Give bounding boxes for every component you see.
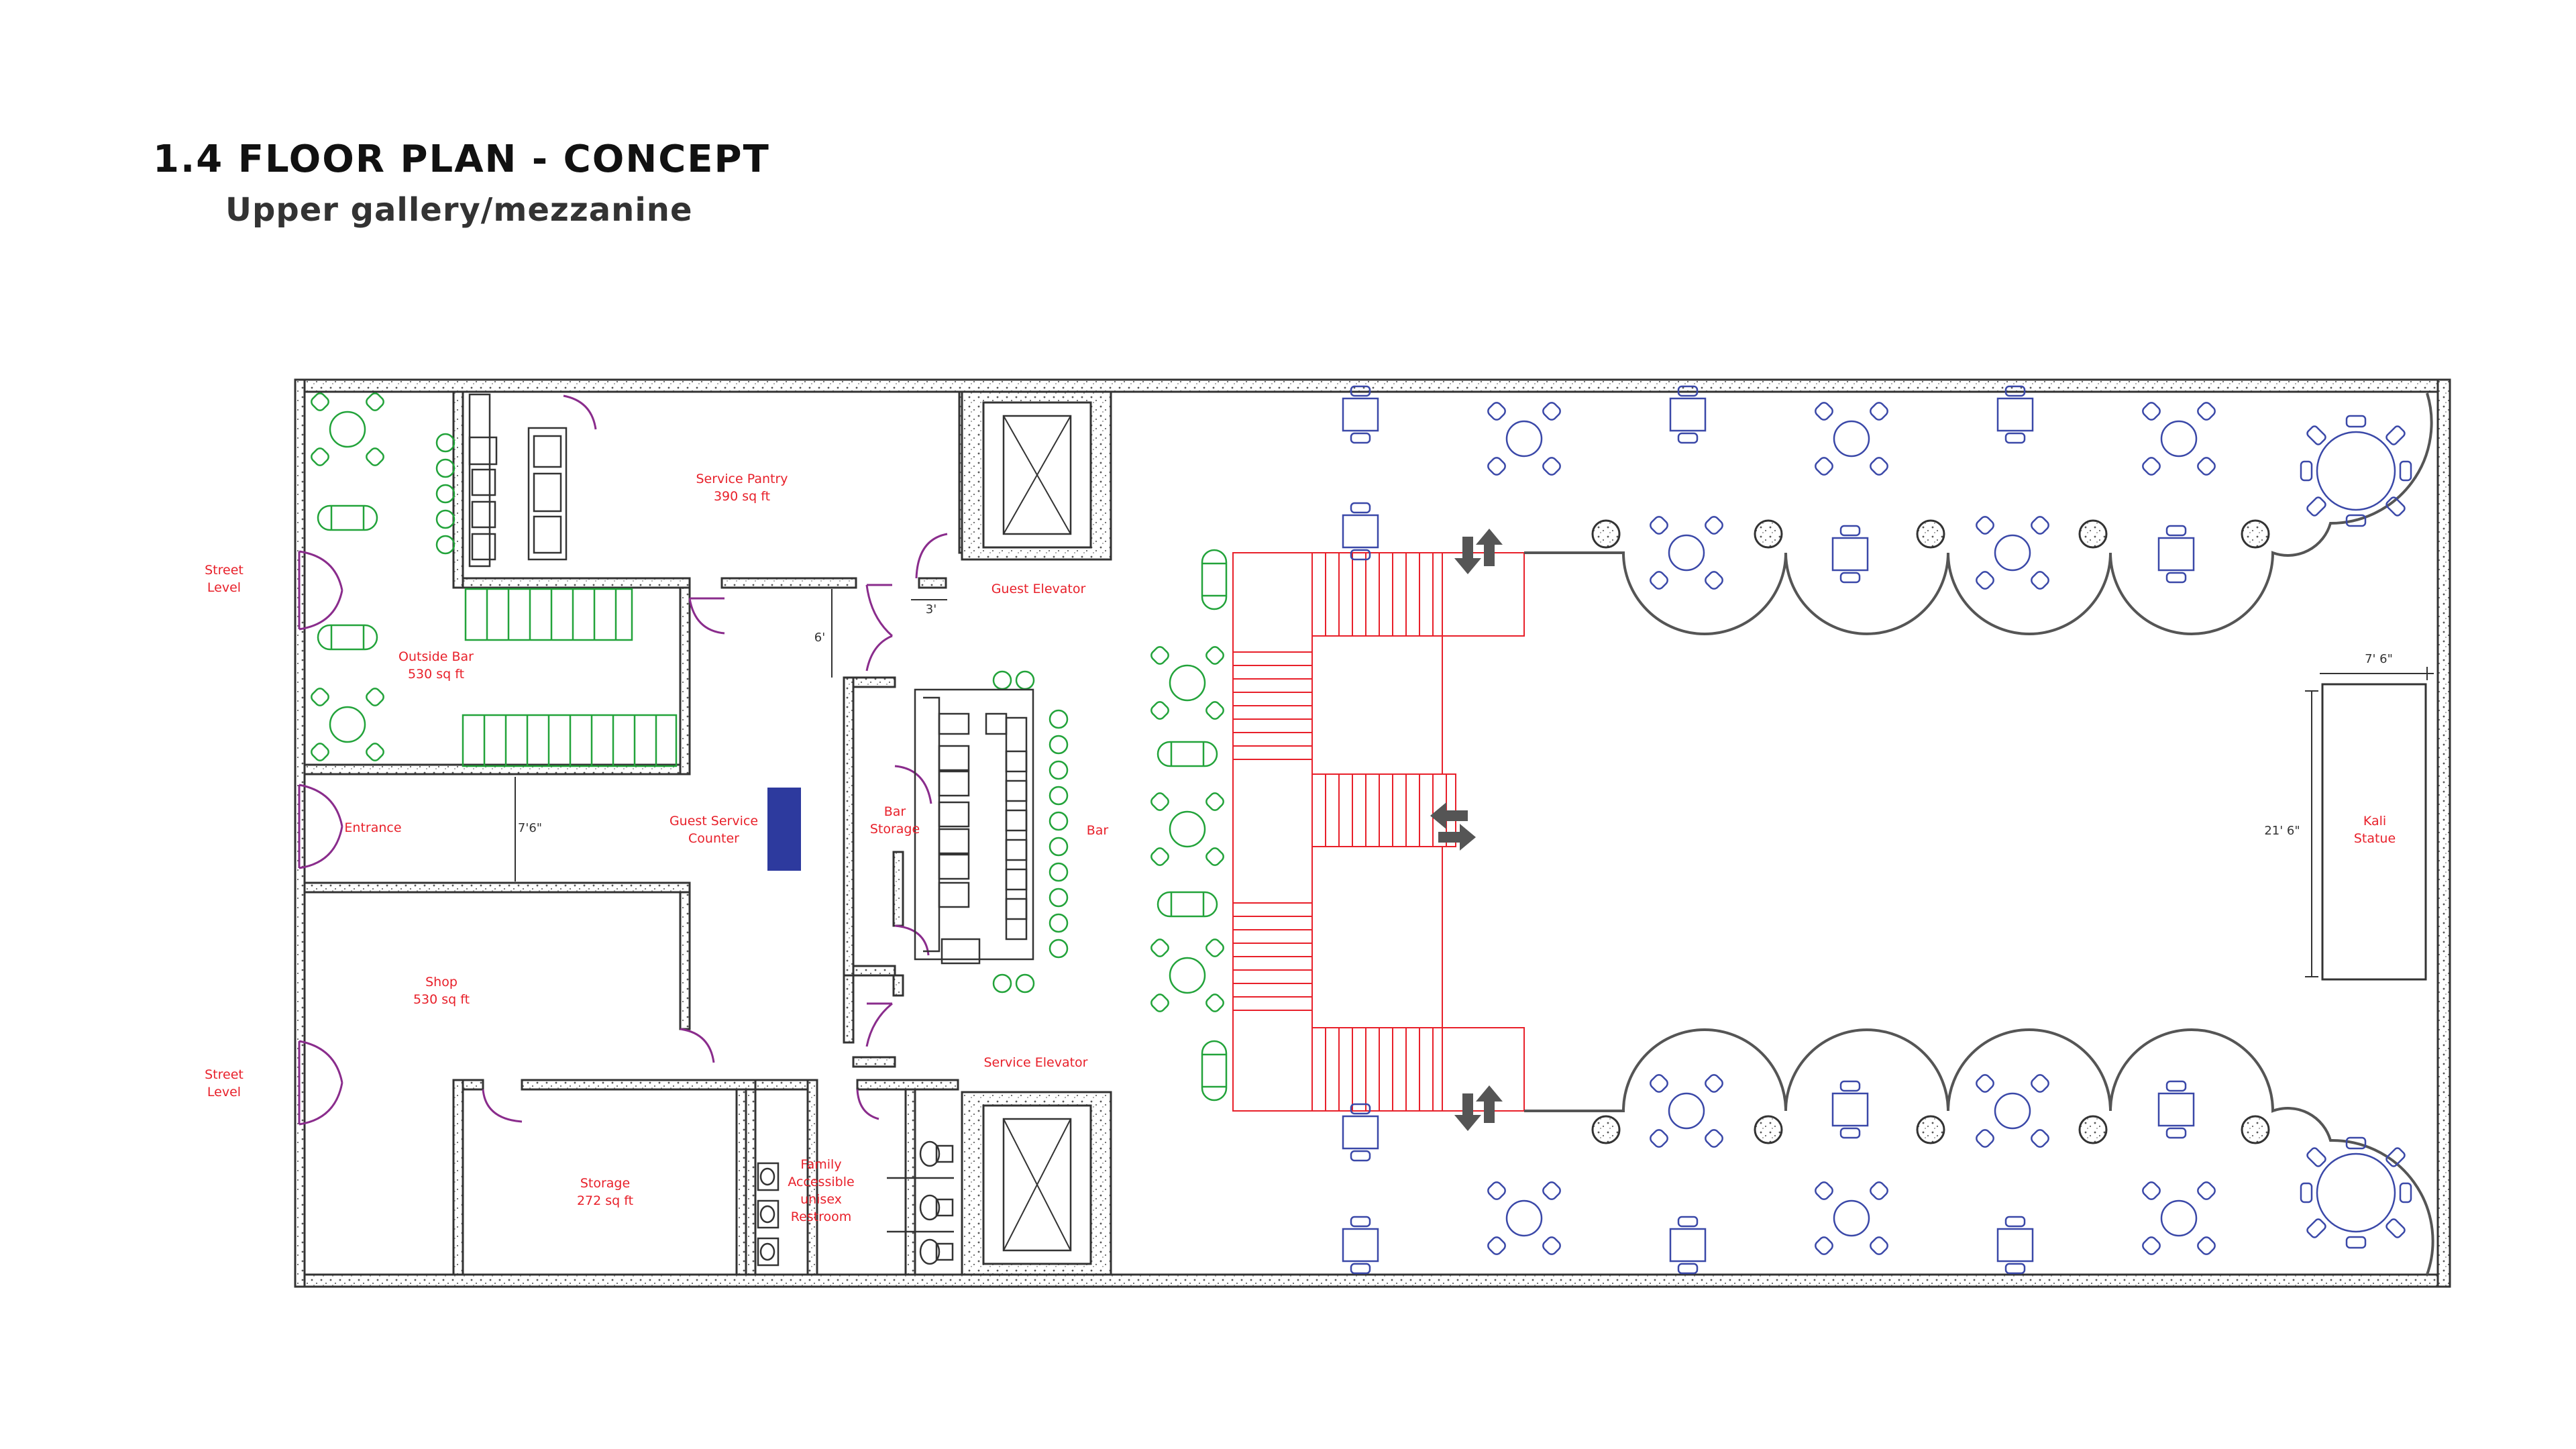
restroom-fixtures: [757, 1140, 954, 1267]
corridor-width-dim: 7'6": [518, 821, 542, 835]
page-title: 1.4 FLOOR PLAN - CONCEPT: [153, 138, 770, 181]
guest-elevator-label: Guest Elevator: [991, 582, 1086, 596]
columns: [1591, 519, 2270, 1144]
door-gap-dim: 3': [926, 602, 936, 616]
dimension-lines: [515, 589, 2434, 977]
bar-label: Bar: [1087, 823, 1109, 838]
west-interior-walls: [303, 390, 970, 1276]
pantry-equipment: [468, 393, 568, 568]
guest-service-counter: [767, 788, 801, 871]
stair-arrows: [1430, 529, 1503, 1131]
kali-statue-plinth: [2321, 683, 2427, 981]
statue-width-dim: 7' 6": [2365, 652, 2393, 666]
service-elevator-label: Service Elevator: [983, 1055, 1087, 1070]
stairs: [1232, 552, 1525, 1112]
doors: [298, 394, 948, 1126]
outdoor-seating: [309, 390, 1228, 1102]
dimension-labels: 7'6" 3' 6' 7' 6" 21' 6": [518, 602, 2393, 838]
service-elevator-shaft: [961, 1091, 1112, 1276]
entrance-label: Entrance: [344, 820, 401, 835]
passage-height-dim: 6': [814, 631, 825, 645]
outer-walls: [294, 378, 2451, 1288]
mezzanine-tables: [1342, 385, 2412, 1275]
statue-length-dim: 21' 6": [2264, 824, 2300, 838]
bar-equipment: [914, 688, 1034, 965]
mezzanine-railing: [1524, 392, 2434, 1275]
guest-elevator-shaft: [961, 390, 1112, 561]
page-subtitle: Upper gallery/mezzanine: [225, 191, 693, 229]
